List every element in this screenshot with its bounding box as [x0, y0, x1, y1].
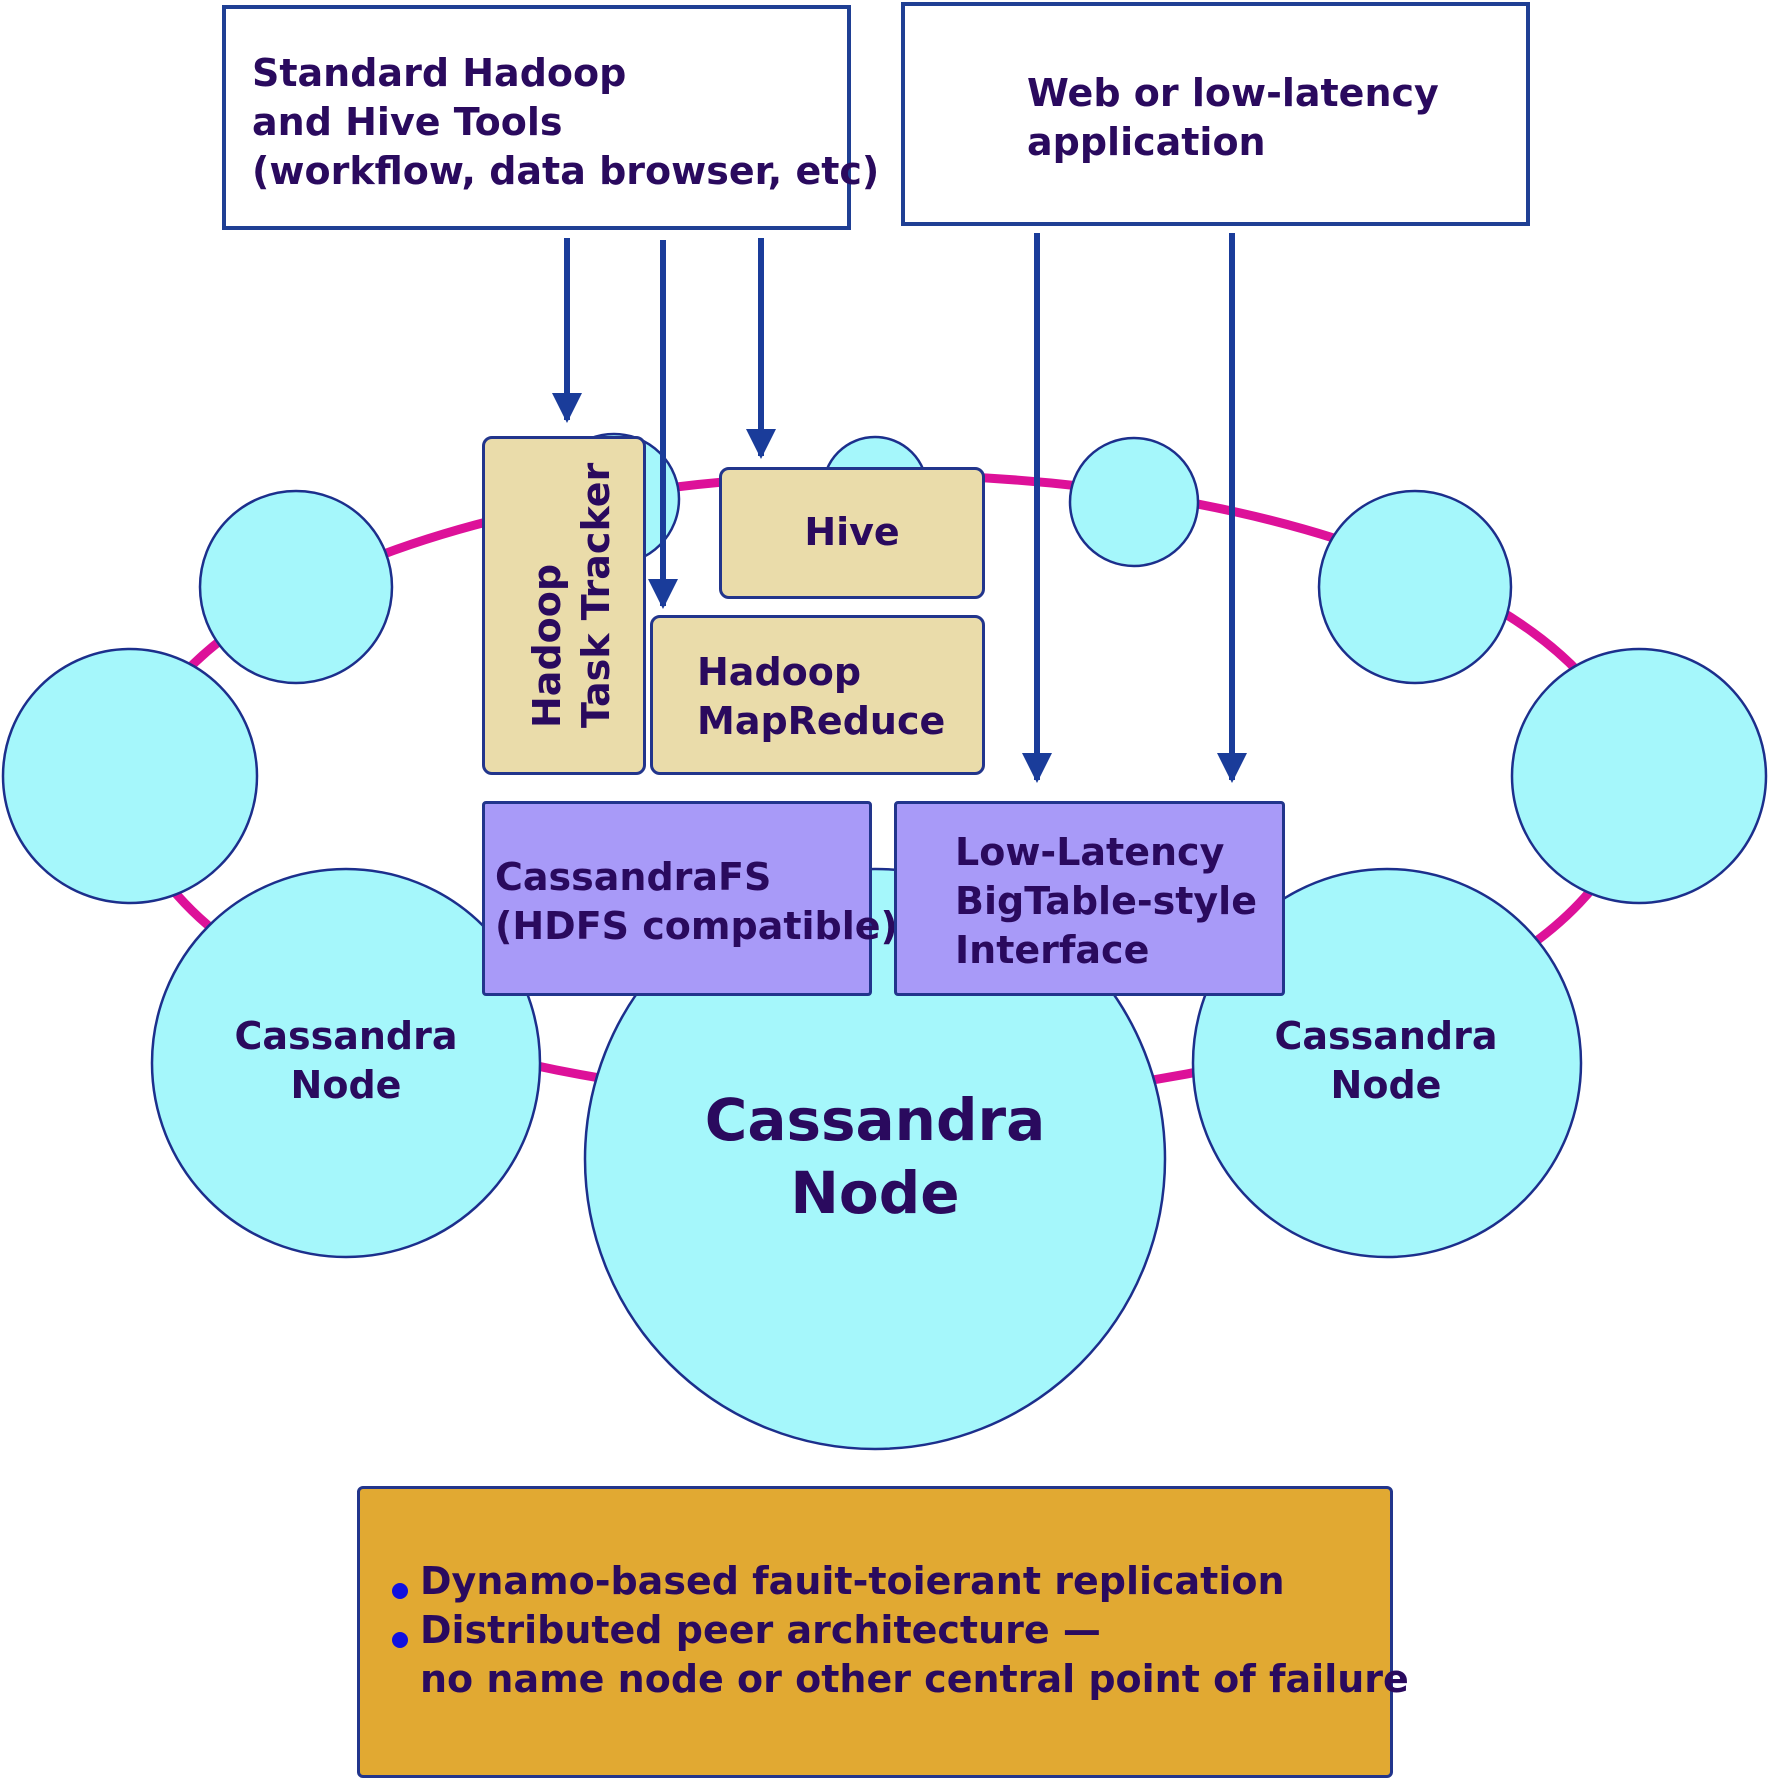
bigtable-line-2: BigTable-style: [955, 879, 1257, 923]
bullet-icon-1: [392, 1583, 408, 1599]
hive-label: Hive: [804, 510, 900, 554]
cassandrafs-line-2: (HDFS compatible): [495, 904, 898, 948]
peer-node-small-1: [198, 489, 394, 685]
hadoop-task-tracker-box: Hadoop Task Tracker: [482, 436, 646, 775]
node-left-line-2: Node: [290, 1063, 402, 1107]
tools-line-2: and Hive Tools: [252, 100, 563, 144]
web-line-1: Web or low-latency: [1027, 71, 1439, 115]
peer-node-small-6: [1317, 489, 1513, 685]
task-tracker-line-1: Hadoop: [525, 563, 569, 728]
node-center-line-2: Node: [790, 1159, 960, 1227]
bigtable-text: Low-Latency BigTable-style Interface: [955, 828, 1257, 975]
node-right-line-2: Node: [1330, 1063, 1442, 1107]
cassandra-node-right: [1191, 867, 1583, 1259]
tools-line-1: Standard Hadoop: [252, 51, 627, 95]
cassandrafs-box: CassandraFS (HDFS compatible): [482, 801, 898, 996]
hadoop-hive-tools-box: Standard Hadoop and Hive Tools (workflow…: [222, 5, 879, 230]
hadoop-mapreduce-box: Hadoop MapReduce: [650, 615, 985, 775]
feature-2-text: Distributed peer architecture — no name …: [420, 1606, 1409, 1704]
node-center-line-1: Cassandra: [704, 1086, 1046, 1154]
cassandra-node-left-label: Cassandra Node: [196, 1012, 496, 1110]
cassandrafs-line-1: CassandraFS: [495, 855, 772, 899]
web-application-text: Web or low-latency application: [1027, 69, 1439, 167]
features-note-box: Dynamo-based fauit-toierant replication …: [357, 1486, 1409, 1778]
bigtable-interface-box: Low-Latency BigTable-style Interface: [894, 801, 1285, 996]
node-left-line-1: Cassandra: [234, 1014, 458, 1058]
cassandrafs-text: CassandraFS (HDFS compatible): [495, 853, 898, 951]
cassandra-node-center: [583, 867, 1167, 1451]
feature-2-line-1: Distributed peer architecture —: [420, 1608, 1101, 1652]
web-application-box: Web or low-latency application: [901, 2, 1530, 226]
bigtable-line-3: Interface: [955, 928, 1150, 972]
hive-box: Hive: [719, 467, 985, 599]
cassandra-node-left: [150, 867, 542, 1259]
cassandra-node-right-label: Cassandra Node: [1236, 1012, 1536, 1110]
feature-1-text: Dynamo-based fauit-toierant replication: [420, 1557, 1285, 1606]
peer-node-small-7: [1510, 647, 1768, 905]
tools-line-3: (workflow, data browser, etc): [252, 149, 880, 193]
mapreduce-line-1: Hadoop: [697, 650, 862, 694]
cassandra-node-center-label: Cassandra Node: [675, 1084, 1075, 1230]
bigtable-line-1: Low-Latency: [955, 830, 1225, 874]
hadoop-hive-tools-text: Standard Hadoop and Hive Tools (workflow…: [252, 49, 879, 196]
web-line-2: application: [1027, 120, 1266, 164]
feature-2-line-2: no name node or other central point of f…: [420, 1657, 1409, 1701]
node-right-line-1: Cassandra: [1274, 1014, 1498, 1058]
peer-node-small-2: [1, 647, 259, 905]
bullet-icon-2: [392, 1632, 408, 1648]
task-tracker-text: Hadoop Task Tracker: [523, 463, 621, 728]
task-tracker-line-2: Task Tracker: [574, 462, 618, 728]
feature-1-line-1: Dynamo-based fauit-toierant replication: [420, 1559, 1285, 1603]
mapreduce-line-2: MapReduce: [697, 699, 946, 743]
peer-node-small-5: [1068, 436, 1200, 568]
mapreduce-text: Hadoop MapReduce: [697, 648, 945, 746]
